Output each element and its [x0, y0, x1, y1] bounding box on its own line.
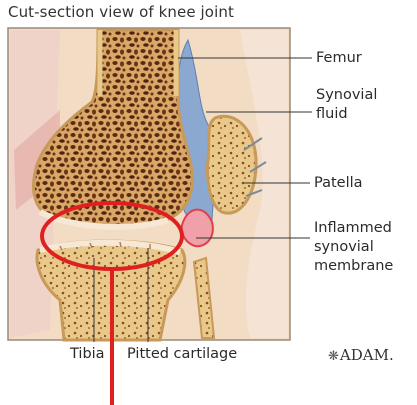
label-pitted-cartilage: Pitted cartilage — [127, 344, 237, 364]
inflamed-membrane — [182, 210, 213, 247]
adam-logo-icon: ❋ — [328, 349, 339, 364]
label-inflamed-line1: Inflammed — [314, 218, 392, 238]
label-femur: Femur — [316, 48, 362, 68]
label-tibia: Tibia — [70, 344, 105, 364]
label-patella: Patella — [314, 173, 363, 193]
label-synovial-fluid-line1: Synovial — [316, 85, 377, 105]
adam-logo: ❋ADAM. — [328, 346, 394, 364]
label-inflamed-line2: synovial — [314, 237, 374, 257]
patella-bone — [208, 116, 257, 213]
label-inflamed-line3: membrane — [314, 256, 393, 276]
label-synovial-fluid-line2: fluid — [316, 104, 348, 124]
